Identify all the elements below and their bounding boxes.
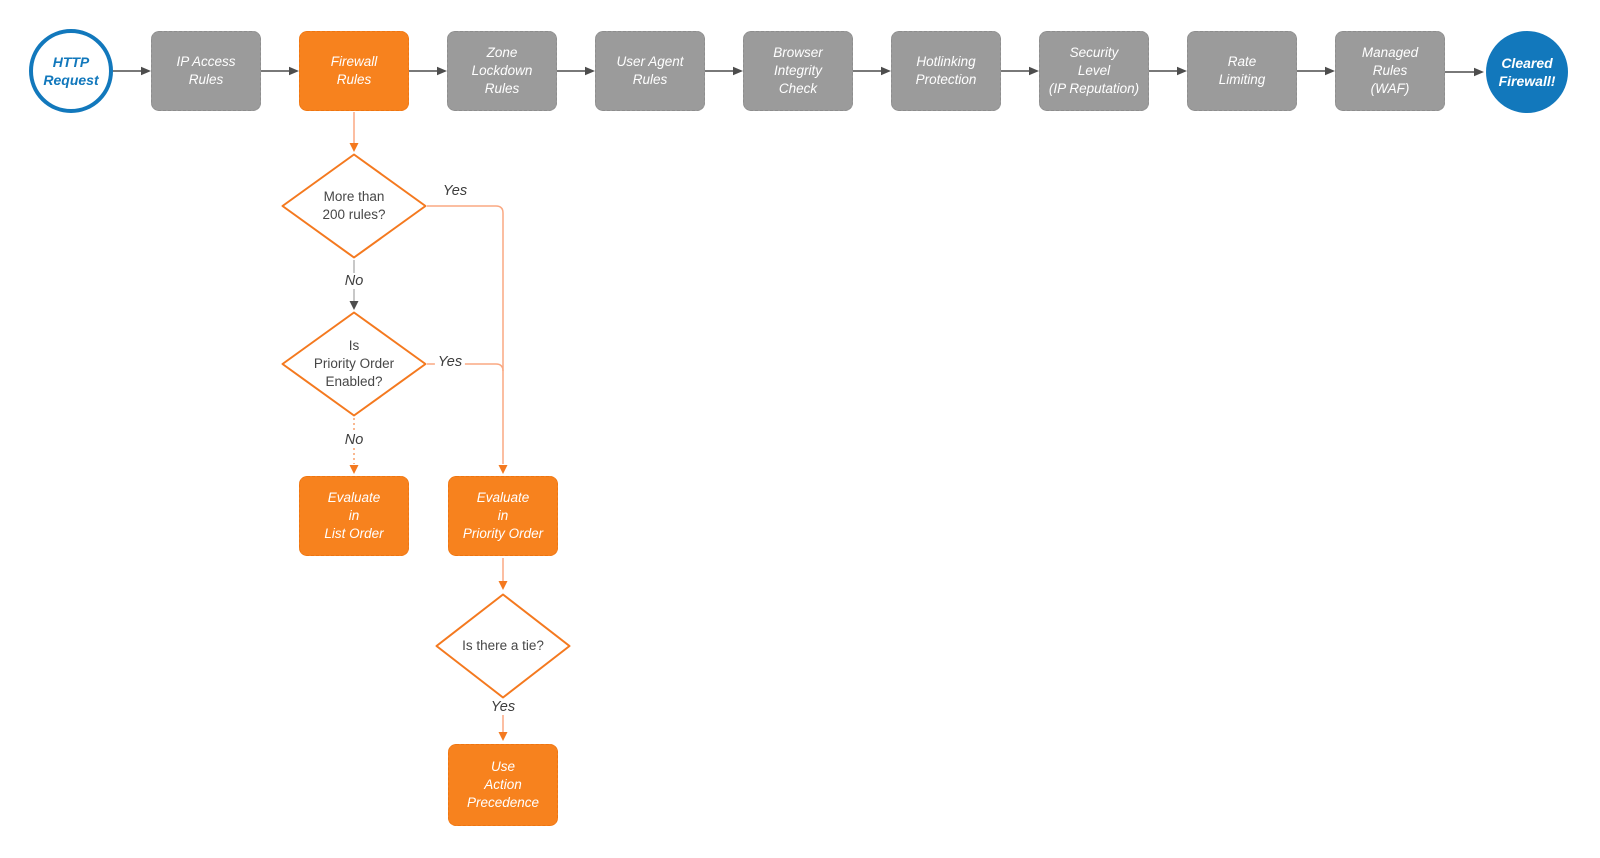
node-http-request: HTTP Request [29, 29, 113, 113]
node-cleared-firewall: Cleared Firewall! [1486, 31, 1568, 113]
ip-access-rules-label: IP Access Rules [176, 54, 236, 87]
diamond-shape [281, 153, 427, 259]
zone-lockdown-rules-label: Zone Lockdown Rules [471, 45, 533, 96]
pipeline-arrows [113, 66, 1484, 77]
node-browser-integrity-check: Browser Integrity Check [743, 31, 853, 111]
evaluate-in-priority-order-label: Evaluate in Priority Order [462, 490, 544, 541]
evaluate-in-list-order-label: Evaluate in List Order [324, 490, 384, 541]
node-ip-access-rules: IP Access Rules [151, 31, 261, 111]
more-than-200-rules-question: More than 200 rules? [322, 188, 386, 222]
node-user-agent-rules: User Agent Rules [595, 31, 705, 111]
rate-limiting-label: Rate Limiting [1218, 54, 1266, 87]
firewall-rules-label: Firewall Rules [330, 54, 378, 87]
node-firewall-rules: Firewall Rules [299, 31, 409, 111]
hotlinking-protection-label: Hotlinking Protection [915, 54, 977, 87]
edge-label-yes-rule-count: Yes [439, 183, 471, 199]
node-evaluate-in-list-order: Evaluate in List Order [299, 476, 409, 556]
diamond-shape [435, 593, 571, 699]
cleared-firewall-label: Cleared Firewall! [1498, 54, 1556, 89]
decision-priority-order-enabled: Is Priority Order Enabled? [281, 311, 427, 417]
node-evaluate-in-priority-order: Evaluate in Priority Order [448, 476, 558, 556]
priority-order-enabled-question: Is Priority Order Enabled? [313, 337, 395, 390]
browser-integrity-check-label: Browser Integrity Check [773, 45, 823, 96]
edge-label-no-rule-count: No [341, 273, 367, 289]
security-level-label: Security Level (IP Reputation) [1048, 45, 1140, 96]
use-action-precedence-label: Use Action Precedence [466, 759, 540, 810]
node-use-action-precedence: Use Action Precedence [448, 744, 558, 826]
node-hotlinking-protection: Hotlinking Protection [891, 31, 1001, 111]
is-there-a-tie-question: Is there a tie? [462, 637, 544, 653]
managed-rules-waf-label: Managed Rules (WAF) [1361, 45, 1419, 96]
node-zone-lockdown-rules: Zone Lockdown Rules [447, 31, 557, 111]
edge-label-yes-priority-order: Yes [434, 354, 466, 370]
user-agent-rules-label: User Agent Rules [616, 54, 684, 87]
decision-is-there-a-tie: Is there a tie? [435, 593, 571, 699]
edge-label-yes-tie: Yes [487, 699, 519, 715]
node-rate-limiting: Rate Limiting [1187, 31, 1297, 111]
node-security-level: Security Level (IP Reputation) [1039, 31, 1149, 111]
node-managed-rules-waf: Managed Rules (WAF) [1335, 31, 1445, 111]
http-request-label: HTTP Request [43, 53, 99, 88]
edge-label-no-priority-order: No [341, 432, 367, 448]
diamond-shape [281, 311, 427, 417]
decision-more-than-200-rules: More than 200 rules? [281, 153, 427, 259]
